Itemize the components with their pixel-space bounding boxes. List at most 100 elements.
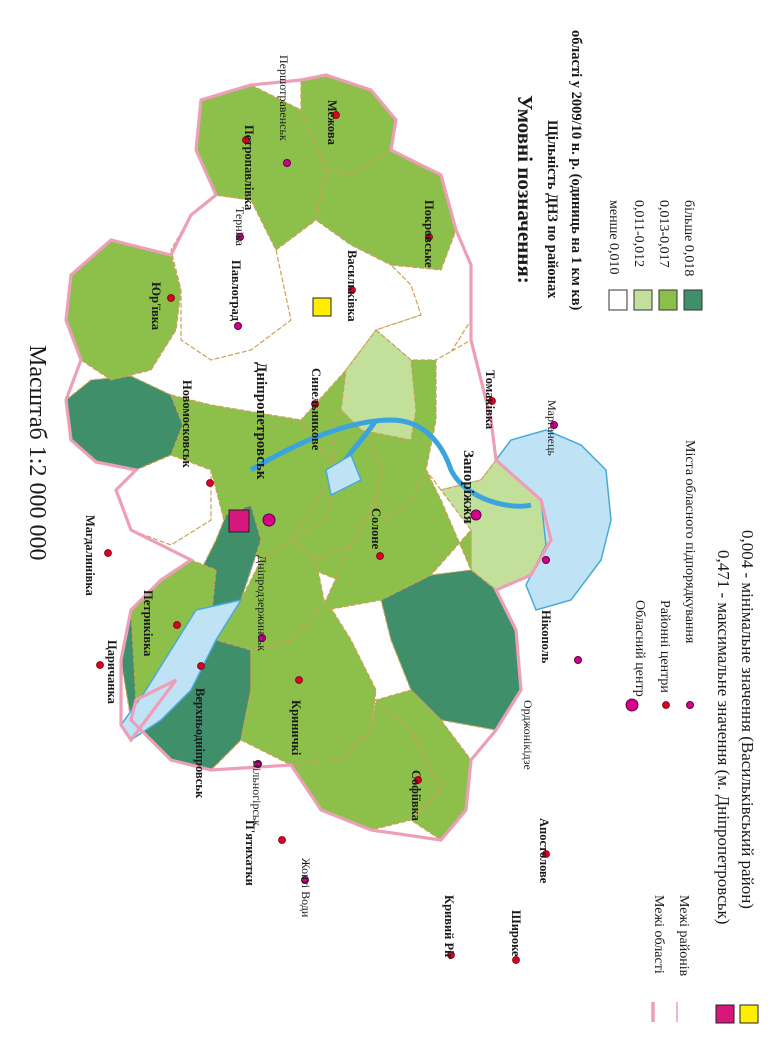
label-nikopol: Нікополь <box>539 610 553 664</box>
legend-title: Умовні позначення: <box>513 95 537 284</box>
district-center-novomoskovsk <box>206 479 214 487</box>
city-vilnohirsk-marker <box>254 760 262 768</box>
map-labels: Масштаб 1:2 000 000 Царичанка Магдалинів… <box>24 55 559 960</box>
district-misc-central <box>325 468 472 611</box>
district-center-mezhova <box>332 111 340 119</box>
min-marker <box>312 297 332 317</box>
legend-class-011: 0,011-0,012 <box>631 200 646 267</box>
district-center-kryvyi-rih <box>447 951 455 959</box>
legend-oblast-border: Межі області <box>651 895 666 974</box>
city-pavlohrad-marker <box>234 322 242 330</box>
city-marhanets-marker <box>550 421 558 429</box>
legend: Умовні позначення: Щільність ДНЗ по райо… <box>513 30 759 1024</box>
dnieper-river <box>249 417 532 509</box>
district-center-pyatykhatky <box>278 836 286 844</box>
legend-district-centers: Районні центри <box>657 600 672 693</box>
district-center-sofiivka <box>414 776 422 784</box>
kakhovka-reservoir <box>494 429 612 611</box>
legend-min-value: 0,004 - мінімальне значення (Васильківсь… <box>738 530 757 909</box>
label-ternivka: Терніка <box>233 207 247 247</box>
legend-min-symbol <box>739 1004 759 1024</box>
city-dniprodzerzhynsk-marker <box>258 634 266 642</box>
oblast-center-marker <box>262 513 276 527</box>
label-solone: Солоне <box>369 508 383 550</box>
legend-max-symbol <box>715 1004 735 1024</box>
label-pyatykhatky: П'ятихатки <box>243 820 257 886</box>
legend-oblast-city-symbol <box>686 701 694 709</box>
district-center-verkhnodniprovsk <box>197 662 205 670</box>
settlement-markers <box>96 111 582 964</box>
legend-class-gt018: більше 0,018 <box>681 200 696 276</box>
legend-subtitle-1: Щільність ДНЗ по районах <box>544 120 560 299</box>
legend-class-lt010: менше 0,010 <box>606 200 621 275</box>
district-center-shyroke <box>512 956 520 964</box>
district-sofiivka <box>240 598 377 766</box>
label-apostolove: Апостолове <box>537 818 551 884</box>
oblast-border <box>64 73 553 842</box>
city-zaporizhzhia-marker <box>470 509 482 521</box>
label-sofiivka: Софіївка <box>409 770 423 822</box>
scale-label: Масштаб 1:2 000 000 <box>24 345 50 560</box>
label-synelnykove: Синельникове <box>309 368 323 451</box>
label-yurivka: Юр'ївка <box>149 282 163 331</box>
label-pavlohrad: Павлоград <box>229 260 243 322</box>
label-shyroke: Широке <box>509 910 523 957</box>
max-marker <box>228 509 250 533</box>
label-pershotravensk: Першотравенськ <box>277 55 291 141</box>
legend-district-center-symbol <box>662 701 670 709</box>
label-mahdalynivka: Магдалинівка <box>83 515 97 596</box>
legend-swatch-lt010 <box>608 289 628 311</box>
city-ternivka-marker <box>236 233 244 241</box>
district-center-tsarychanka <box>96 661 104 669</box>
label-dnipropetrovsk: Дніпропетровськ <box>253 362 269 480</box>
label-petrykivka: Петриківка <box>141 590 155 657</box>
city-ordzhonikidze-marker <box>542 556 550 564</box>
district-center-tomakivka <box>488 397 496 405</box>
district-center-solone <box>376 552 384 560</box>
label-vilnohirsk: Вільногірськ <box>250 760 264 826</box>
label-vasylkivka: Васильківка <box>345 250 359 322</box>
legend-oblast-cities: Міста обласного підпорядкування <box>682 440 697 644</box>
city-nikopol-marker <box>574 656 582 664</box>
label-petropavlivka: Петропавлівка <box>242 125 256 211</box>
legend-swatch-gt018 <box>683 289 703 311</box>
district-center-apostolove <box>542 850 550 858</box>
legend-max-value: 0,471 - максимальне значення (м. Дніпроп… <box>714 550 733 924</box>
district-center-petropavlivka <box>242 136 250 144</box>
district-center-yurivka <box>167 294 175 302</box>
label-kryvyi-rih: Кривий Ріг <box>442 895 456 960</box>
district-tsarychanka <box>65 375 184 471</box>
district-center-pokrovske <box>425 233 433 241</box>
legend-class-013: 0,013-0,017 <box>656 200 671 268</box>
legend-district-border: Межі районів <box>676 895 691 977</box>
district-center-krynychky <box>295 676 303 684</box>
label-pokrovske: Покровське <box>422 200 436 268</box>
city-zhovti-vody-marker <box>301 876 309 884</box>
label-tomakivka: Томаківка <box>483 370 497 430</box>
label-zhovti-vody: Жовті Води <box>299 858 313 918</box>
label-marhanets: Марганець <box>545 400 559 456</box>
label-novomoskovsk: Новомосковськ <box>180 380 194 469</box>
map-group <box>64 73 612 842</box>
district-center-synelnykove <box>311 400 319 408</box>
label-zaporizhzhia: Запоріжжя <box>460 450 476 524</box>
city-pershotravensk-marker <box>283 159 291 167</box>
label-verkhnodniprovsk: Верхньодніпровськ <box>193 688 207 799</box>
label-ordzhonikidze: Орджонікідзе <box>521 700 535 770</box>
district-center-mahdalynivka <box>104 549 112 557</box>
label-dniprodzerzhynsk: Дніпродзержинськ <box>255 555 269 651</box>
samara-mouth <box>325 453 362 497</box>
label-mezhova: Межова <box>325 100 339 146</box>
label-krynychky: Криничкі <box>289 700 303 756</box>
district-center-petrykivka <box>173 621 181 629</box>
legend-swatch-013 <box>658 289 678 311</box>
legend-oblast-center-symbol <box>625 698 639 712</box>
label-tsarychanka: Царичанка <box>105 640 119 705</box>
district-center-vasylkivka <box>348 286 356 294</box>
legend-oblast-center: Обласний центр <box>632 600 647 697</box>
district-shyroke <box>374 689 472 841</box>
legend-swatch-011 <box>633 289 653 311</box>
legend-subtitle-2: області у 2009/10 н. р. (одиниць на 1 км… <box>568 30 584 311</box>
district-synelnykove <box>340 329 417 441</box>
